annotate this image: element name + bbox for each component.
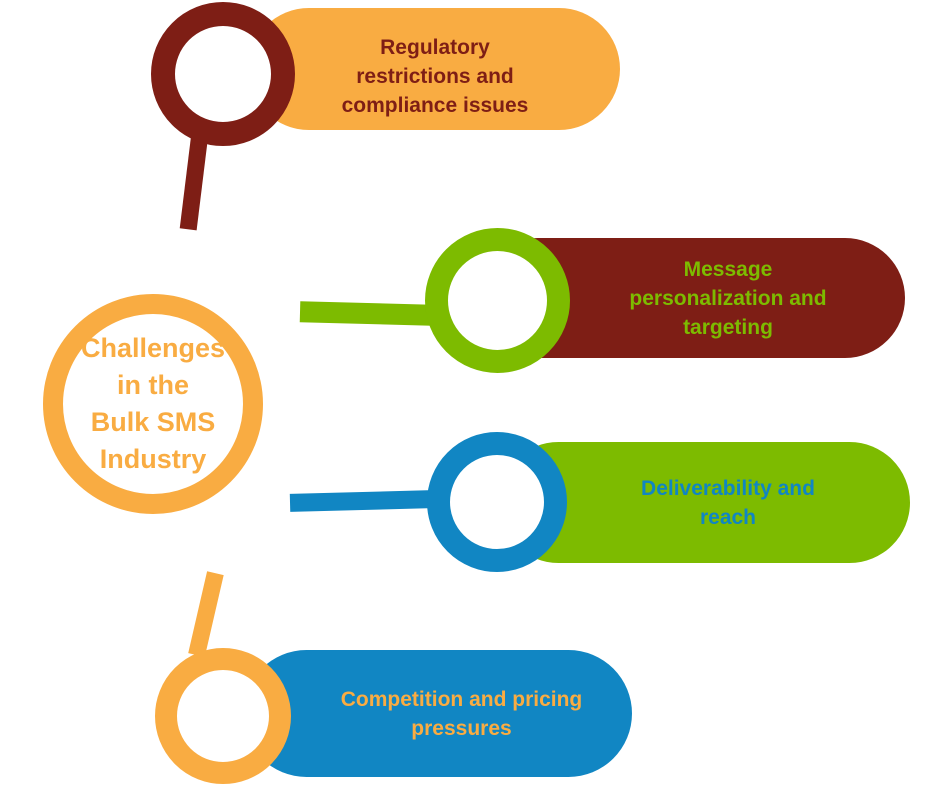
- regulatory-label: Regulatory restrictions and compliance i…: [341, 35, 529, 117]
- personalization-label: Message personalization and targeting: [629, 257, 827, 339]
- magnifier-handle-icon: [289, 490, 433, 512]
- magnifier-handle-icon: [179, 135, 208, 231]
- regulatory-pill: [248, 8, 620, 130]
- magnifier-ring-icon: [155, 648, 291, 784]
- competition-label: Competition and pricing pressures: [340, 687, 583, 740]
- competition-pill: [243, 650, 632, 777]
- page-title: Challenges in the Bulk SMS Industry: [80, 333, 226, 474]
- deliverability-label: Deliverability and reach: [641, 476, 815, 529]
- magnifier-ring-icon: [427, 432, 567, 572]
- magnifier-handle-icon: [188, 571, 224, 657]
- center-title-circle: Challenges in the Bulk SMS Industry: [43, 294, 263, 514]
- magnifier-ring-icon: [425, 228, 570, 373]
- magnifier-handle-icon: [299, 301, 433, 326]
